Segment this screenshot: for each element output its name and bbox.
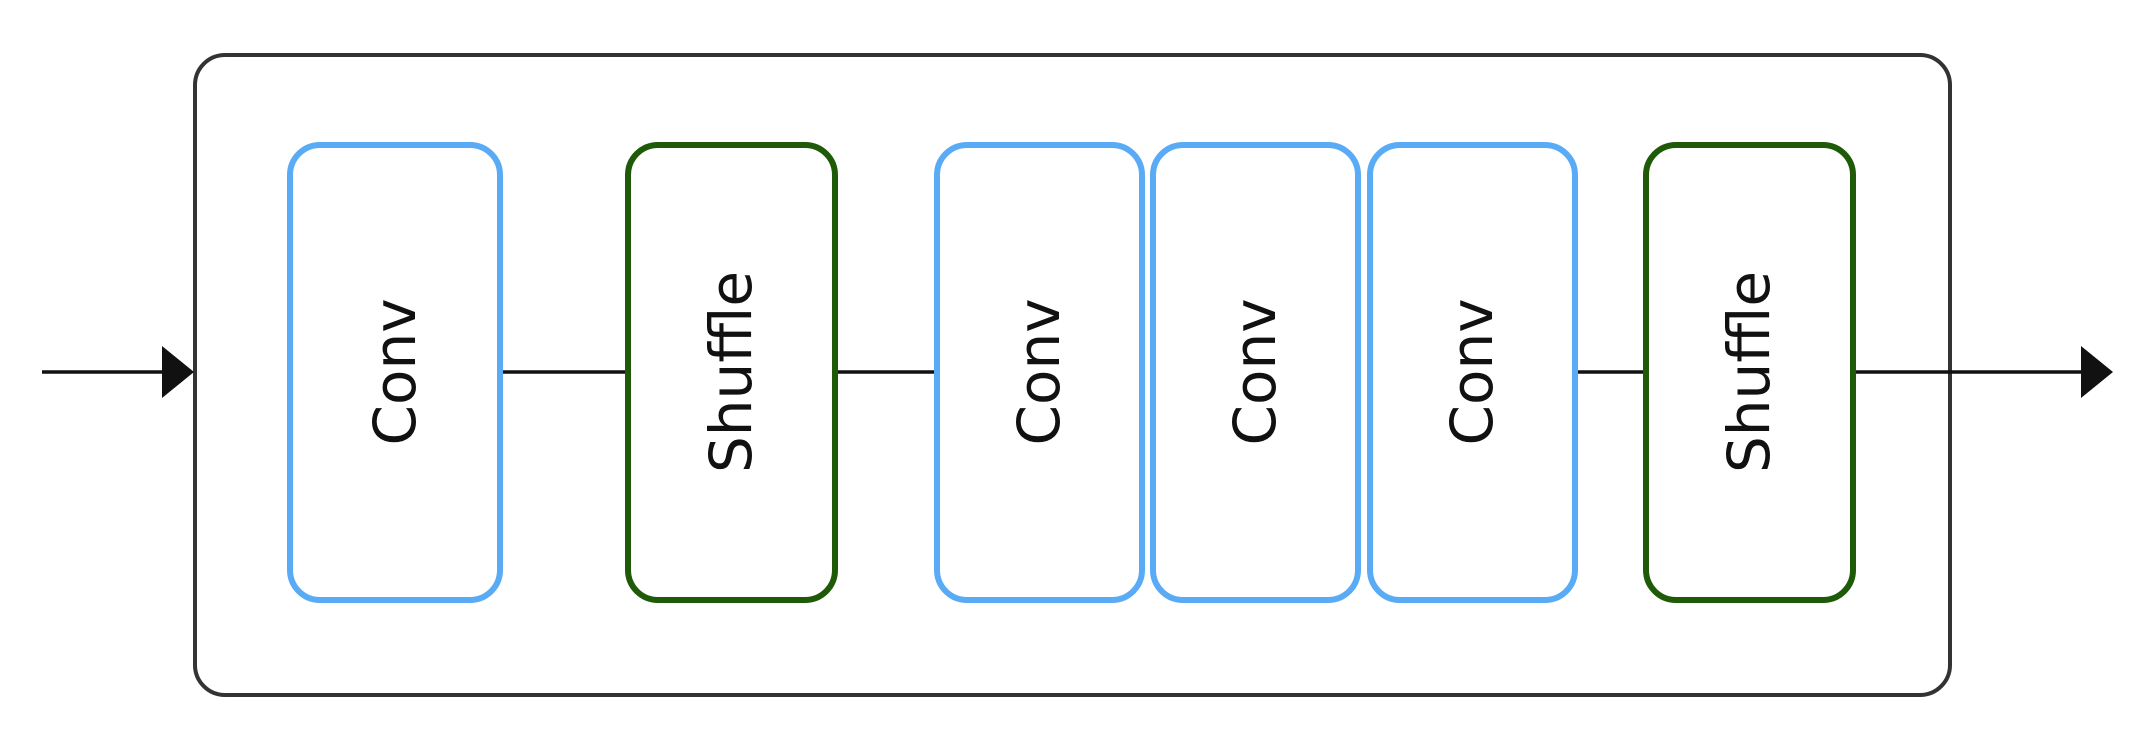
block-1: Shuffle (625, 142, 838, 603)
block-4-label: Conv (1438, 298, 1506, 445)
block-2-label: Conv (1005, 298, 1073, 445)
block-0: Conv (287, 142, 503, 603)
block-3-box (1150, 142, 1361, 603)
input-arrow-head (162, 346, 194, 398)
block-5-box (1643, 142, 1856, 603)
block-1-box (625, 142, 838, 603)
block-5: Shuffle (1643, 142, 1856, 603)
block-0-box (287, 142, 503, 603)
block-4-box (1367, 142, 1578, 603)
block-2: Conv (934, 142, 1145, 603)
output-arrow-head (2081, 346, 2113, 398)
block-1-label: Shuffle (697, 271, 765, 473)
block-5-label: Shuffle (1715, 271, 1783, 473)
container-frame (193, 53, 1952, 697)
block-0-label: Conv (361, 298, 429, 445)
block-2-box (934, 142, 1145, 603)
block-4: Conv (1367, 142, 1578, 603)
block-3: Conv (1150, 142, 1361, 603)
block-3-label: Conv (1221, 298, 1289, 445)
